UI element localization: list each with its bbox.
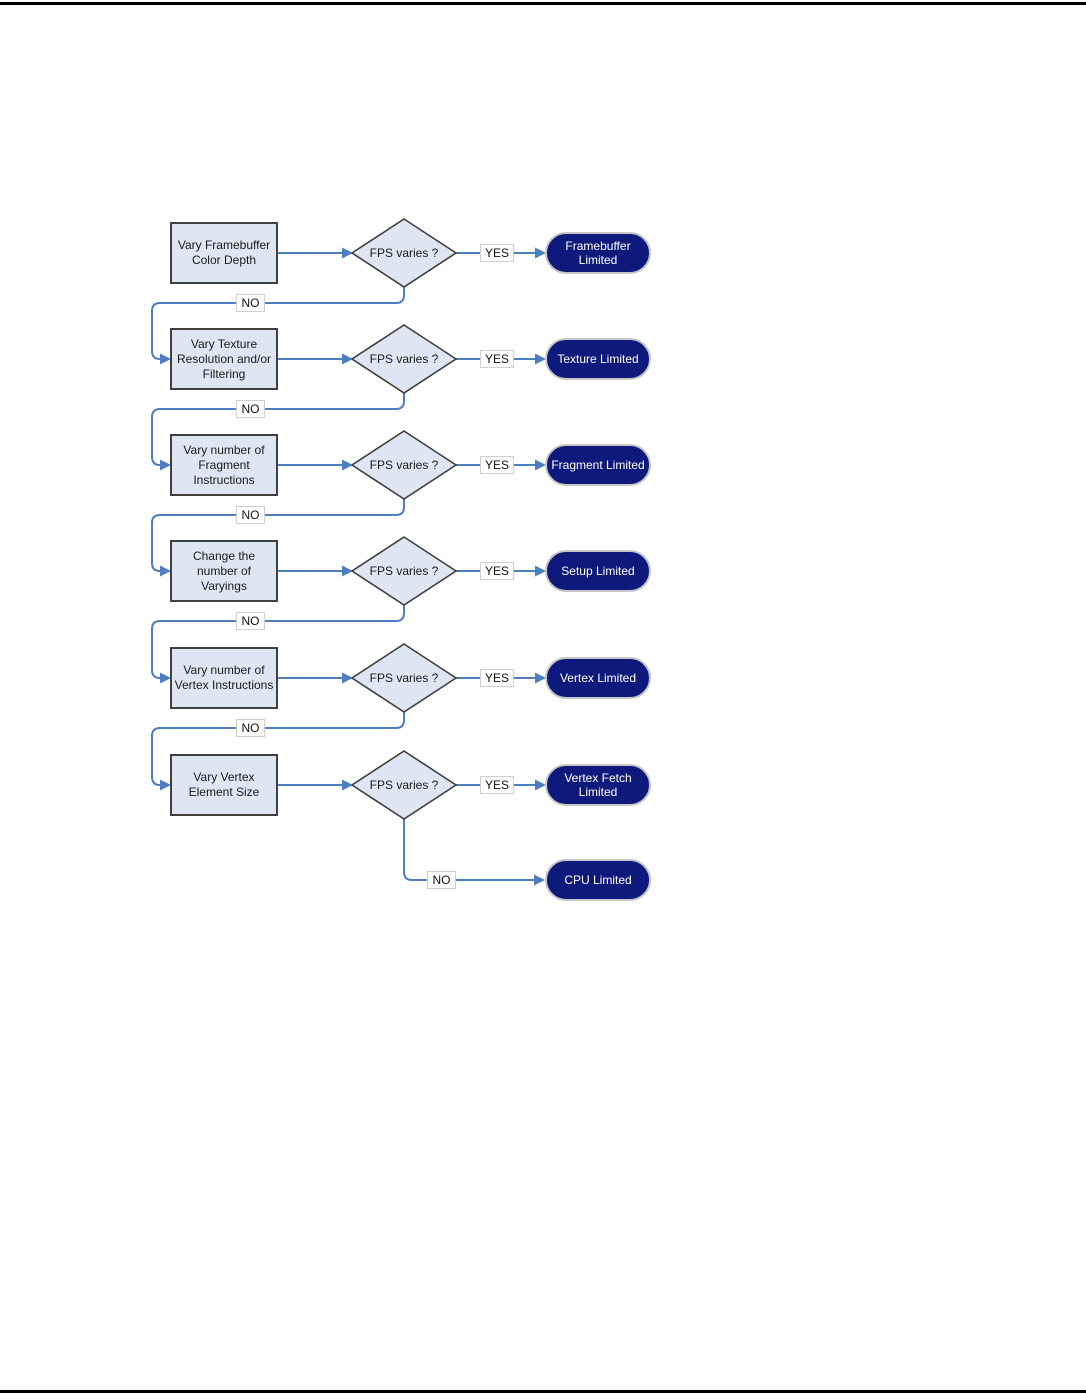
connector-row3-no-loop [151, 605, 405, 684]
yes-label-2: YES [480, 456, 514, 474]
result-vertex-fetch-limited: Vertex Fetch Limited [545, 764, 651, 806]
decision-label-0: FPS varies ? [369, 246, 439, 260]
decision-diamond-1 [350, 324, 458, 394]
connector-row1-action-to-decision [278, 353, 353, 365]
connector-row0-no-loop [151, 287, 405, 365]
connector-row4-no-loop [151, 712, 405, 791]
decision-diamond-3 [350, 536, 458, 606]
connector-row2-action-to-decision [278, 459, 353, 471]
no-label-4: NO [236, 719, 265, 737]
no-label-1: NO [236, 400, 265, 418]
decision-diamond-5 [350, 750, 458, 820]
result-setup-limited: Setup Limited [545, 550, 651, 592]
result-vertex-limited: Vertex Limited [545, 657, 651, 699]
yes-label-4: YES [480, 669, 514, 687]
page-bottom-rule [0, 1390, 1086, 1393]
result-fragment-limited: Fragment Limited [545, 444, 651, 486]
result-texture-limited: Texture Limited [545, 338, 651, 380]
result-cpu-limited: CPU Limited [545, 859, 651, 901]
decision-label-1: FPS varies ? [369, 352, 439, 366]
decision-diamond-4 [350, 643, 458, 713]
action-box-texture: Vary Texture Resolution and/or Filtering [170, 328, 278, 390]
connector-row1-no-loop [151, 393, 405, 471]
decision-diamond-0 [350, 218, 458, 288]
no-label-3: NO [236, 612, 265, 630]
decision-label-3: FPS varies ? [369, 564, 439, 578]
connector-row0-action-to-decision [278, 247, 353, 259]
page-top-rule [0, 2, 1086, 5]
decision-label-2: FPS varies ? [369, 458, 439, 472]
decision-label-4: FPS varies ? [369, 671, 439, 685]
yes-label-5: YES [480, 776, 514, 794]
no-label-0: NO [236, 294, 265, 312]
connector-row4-action-to-decision [278, 672, 353, 684]
no-label-final: NO [427, 871, 456, 889]
action-box-framebuffer: Vary Framebuffer Color Depth [170, 222, 278, 284]
connector-row5-action-to-decision [278, 779, 353, 791]
yes-label-1: YES [480, 350, 514, 368]
connector-row3-action-to-decision [278, 565, 353, 577]
result-framebuffer-limited: Framebuffer Limited [545, 232, 651, 274]
connector-row5-no-final [403, 819, 545, 886]
action-box-fragment: Vary number of Fragment Instructions [170, 434, 278, 496]
yes-label-0: YES [480, 244, 514, 262]
action-box-vertex-element-size: Vary Vertex Element Size [170, 754, 278, 816]
decision-label-5: FPS varies ? [369, 778, 439, 792]
yes-label-3: YES [480, 562, 514, 580]
action-box-varyings: Change the number of Varyings [170, 540, 278, 602]
action-box-vertex-instructions: Vary number of Vertex Instructions [170, 647, 278, 709]
connector-row2-no-loop [151, 499, 405, 577]
decision-diamond-2 [350, 430, 458, 500]
no-label-2: NO [236, 506, 265, 524]
